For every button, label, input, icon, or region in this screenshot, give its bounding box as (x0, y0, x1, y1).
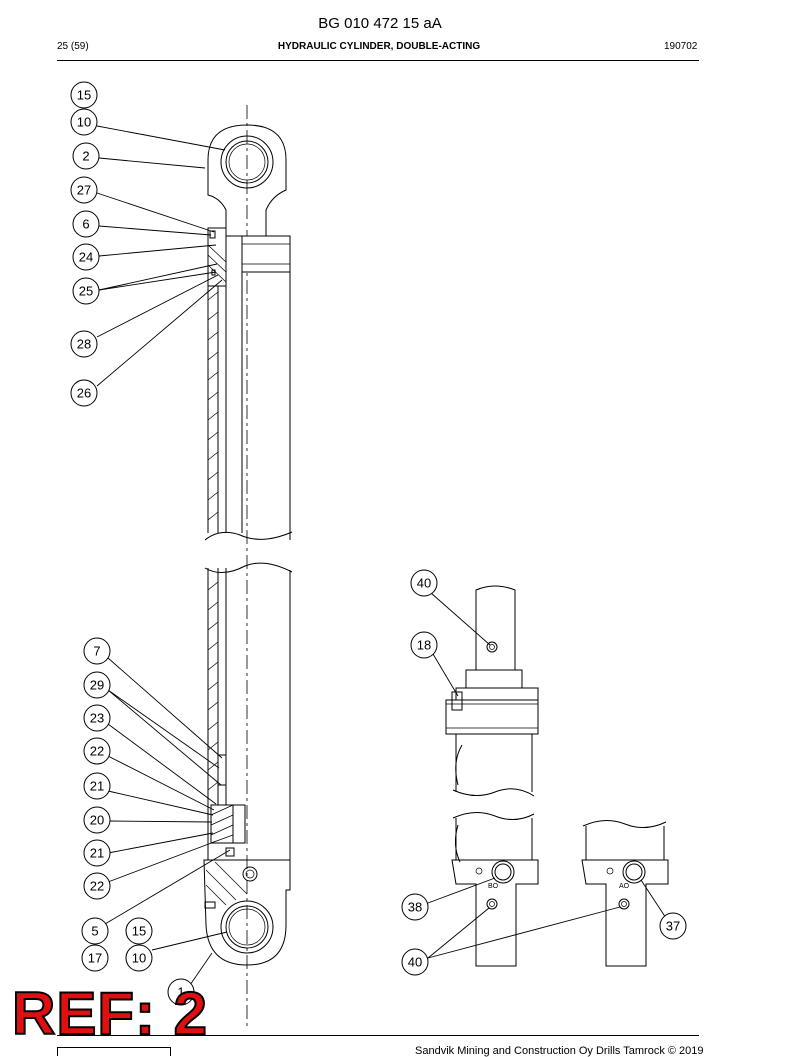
svg-text:5: 5 (91, 924, 98, 939)
callout-18: 18 (410, 631, 438, 659)
document-id: BG 010 472 15 aA (318, 15, 442, 32)
document-date: 190702 (664, 41, 698, 52)
header-rule (57, 60, 699, 61)
callout-24: 24 (72, 243, 100, 271)
callout-40-bottom: 40 (401, 948, 429, 976)
svg-text:24: 24 (79, 250, 93, 265)
page-number: 25 (59) (57, 41, 89, 52)
svg-text:1: 1 (177, 985, 184, 1000)
cylinder-head (207, 227, 291, 287)
svg-text:40: 40 (408, 955, 422, 970)
svg-text:23: 23 (90, 711, 104, 726)
footer-rule (57, 1035, 699, 1036)
cylinder-tube-upper (204, 236, 293, 541)
svg-text:27: 27 (77, 183, 91, 198)
callout-21-upper: 21 (83, 772, 111, 800)
callout-10-bottom: 10 (125, 944, 153, 972)
svg-text:20: 20 (90, 813, 104, 828)
callout-28: 28 (70, 330, 98, 358)
callout-17: 17 (81, 944, 109, 972)
svg-text:2: 2 (82, 149, 89, 164)
svg-text:21: 21 (90, 846, 104, 861)
callout-6: 6 (72, 210, 100, 238)
callout-25: 25 (72, 277, 100, 305)
cylinder-tube-lower (204, 562, 293, 860)
callout-22-upper: 22 (83, 737, 111, 765)
callout-40-top: 40 (410, 569, 438, 597)
callout-22-lower: 22 (83, 872, 111, 900)
svg-text:15: 15 (77, 88, 91, 103)
svg-text:26: 26 (77, 386, 91, 401)
footer-copyright: Sandvik Mining and Construction Oy Drill… (415, 1045, 704, 1057)
piston (208, 804, 290, 861)
callout-15-bottom: 15 (125, 917, 153, 945)
leader-lines-left (96, 125, 231, 986)
callout-38: 38 (401, 893, 429, 921)
callout-37: 37 (659, 912, 687, 940)
callout-7: 7 (83, 637, 111, 665)
callout-23: 23 (83, 704, 111, 732)
callout-29: 29 (83, 671, 111, 699)
svg-text:10: 10 (132, 951, 146, 966)
svg-text:28: 28 (77, 337, 91, 352)
callout-20: 20 (83, 806, 111, 834)
callout-26: 26 (70, 379, 98, 407)
ref-stamp: REF: 2 (11, 980, 209, 1047)
svg-text:37: 37 (666, 919, 680, 934)
svg-text:21: 21 (90, 779, 104, 794)
callout-27: 27 (70, 176, 98, 204)
callout-5: 5 (81, 917, 109, 945)
svg-text:38: 38 (408, 900, 422, 915)
company-logo (57, 1047, 171, 1056)
svg-text:29: 29 (90, 678, 104, 693)
detail-view-lower-a: AO (581, 820, 669, 967)
svg-text:22: 22 (90, 744, 104, 759)
svg-text:7: 7 (93, 644, 100, 659)
svg-text:25: 25 (79, 284, 93, 299)
leader-lines-right (427, 592, 667, 959)
page-title: HYDRAULIC CYLINDER, DOUBLE-ACTING (277, 41, 481, 52)
upper-rod-eye (207, 124, 287, 237)
svg-text:18: 18 (417, 638, 431, 653)
callout-2: 2 (72, 142, 100, 170)
port-label-bo: BO (488, 883, 499, 890)
svg-text:10: 10 (77, 115, 91, 130)
callout-15-top: 15 (70, 81, 98, 109)
detail-view-upper (445, 585, 539, 797)
callout-21-lower: 21 (83, 839, 111, 867)
svg-text:15: 15 (132, 924, 146, 939)
port-label-ao: AO (619, 883, 630, 890)
svg-text:40: 40 (417, 576, 431, 591)
callout-10-top: 10 (70, 108, 98, 136)
lower-end-cap (203, 859, 291, 966)
svg-text:6: 6 (82, 217, 89, 232)
svg-text:17: 17 (88, 951, 102, 966)
svg-text:22: 22 (90, 879, 104, 894)
callout-1: 1 (167, 978, 195, 1006)
detail-view-lower-b: BO (451, 812, 539, 967)
